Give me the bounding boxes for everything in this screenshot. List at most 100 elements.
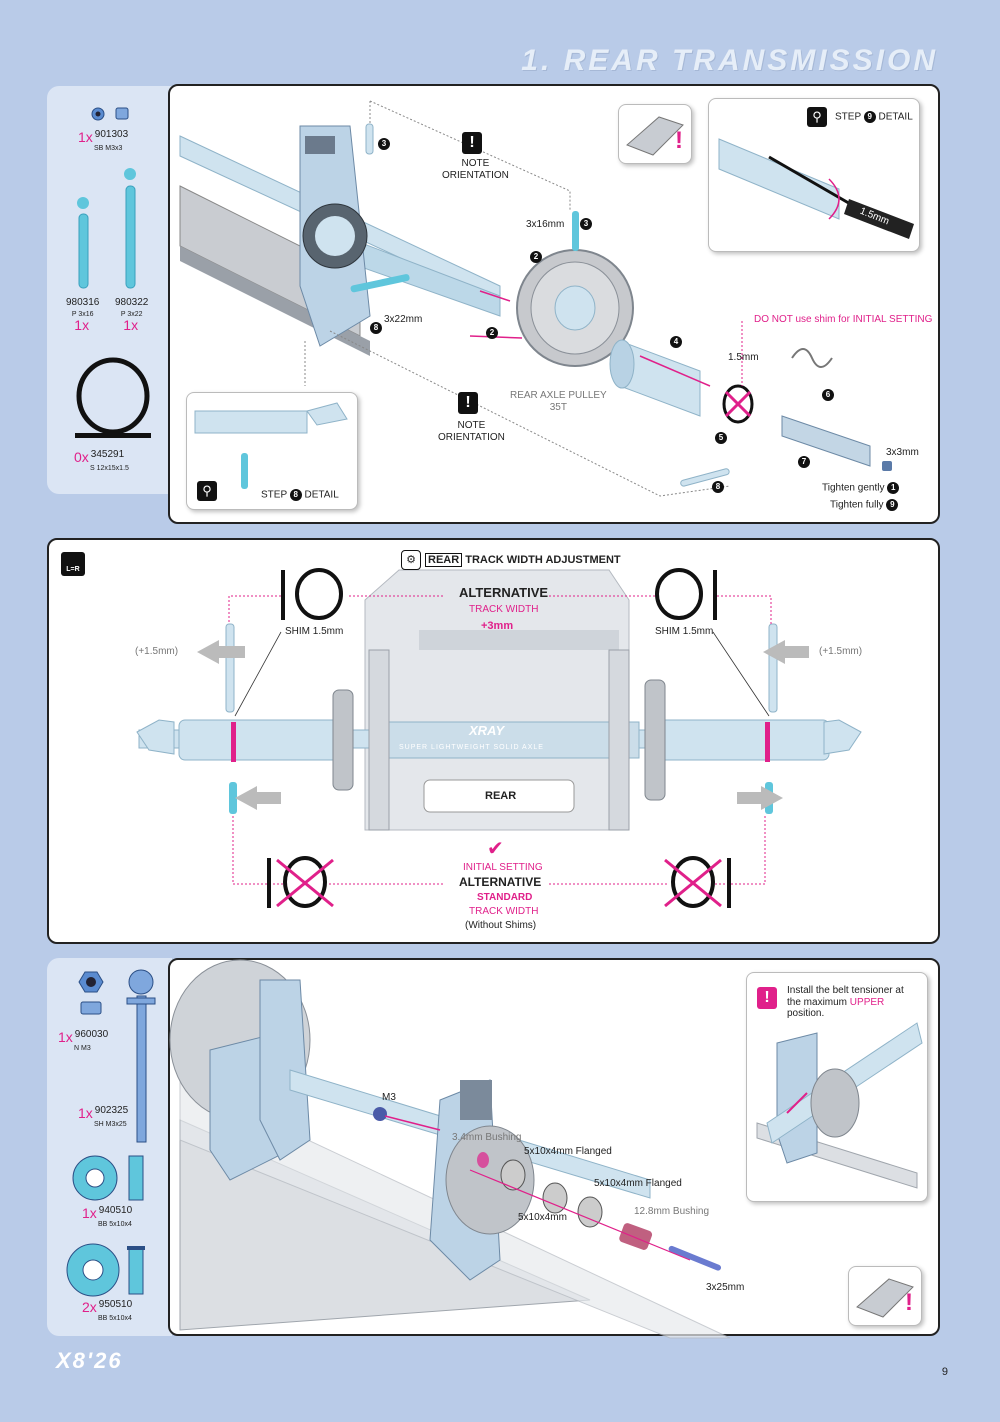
flanged-bearing-side-icon: [128, 1247, 144, 1295]
part-qty: 0x: [74, 449, 89, 465]
screw-3x25-label: 3x25mm: [706, 1282, 745, 1293]
warning-icon: !: [757, 987, 777, 1009]
screw-3x3-label: 3x3mm: [886, 447, 919, 458]
track-width-illustration: [136, 568, 862, 908]
step-number: 6: [822, 389, 834, 401]
axle-subtitle: SUPER LIGHTWEIGHT SOLID AXLE: [399, 744, 544, 751]
step9-detail-box: ⚲ STEP 9 DETAIL 1.5mm: [708, 98, 920, 252]
track-width-label: TRACK WIDTH: [469, 604, 539, 615]
warning-car-thumbnail: !: [618, 104, 692, 164]
track-width-title: REAR TRACK WIDTH ADJUSTMENT: [425, 553, 621, 567]
bearing-label: 5x10x4mm: [518, 1212, 567, 1223]
bearing-side-icon: [128, 1155, 144, 1201]
without-shims-label: (Without Shims): [465, 920, 537, 931]
tighten-gently-label: Tighten gently 1: [822, 482, 900, 494]
pulley-label: REAR AXLE PULLEY 35T: [510, 390, 607, 413]
shim-right-label: SHIM 1.5mm: [655, 626, 714, 637]
step-number: 3: [378, 138, 390, 150]
part-code: 980322: [115, 297, 149, 308]
flanged-bearing-2-label: 5x10x4mm Flanged: [594, 1178, 682, 1189]
step-panel-3: M3 3.4mm Bushing 5x10x4mm Flanged 5x10x4…: [168, 958, 940, 1339]
part-desc: P 3x22: [120, 310, 143, 318]
initial-setting-label: INITIAL SETTING: [463, 862, 543, 873]
note-warning-icon: !: [458, 392, 478, 414]
pin-3x16-label: 3x16mm: [526, 219, 565, 230]
standard-label: STANDARD: [477, 892, 533, 903]
step-number: 8: [370, 322, 382, 334]
nut-side-icon: [80, 1001, 102, 1015]
magnifier-icon: ⚲: [197, 481, 217, 501]
pin-3x22-icon: [125, 185, 136, 289]
parts-art-3: [66, 969, 156, 1297]
part-code: 980316: [66, 297, 100, 308]
step-number: 2: [486, 327, 498, 339]
track-width-bottom-label: TRACK WIDTH: [469, 906, 539, 917]
pin-3x16-icon: [78, 213, 89, 289]
shim-side-icon: [75, 433, 151, 438]
part-qty: 1x: [74, 317, 90, 334]
shim-ring-left-icon: [295, 568, 343, 620]
step-panel-1: ! NOTE ORIENTATION ! NOTE ORIENTATION 3 …: [168, 84, 940, 524]
magnifier-icon: ⚲: [807, 107, 827, 127]
part-code: 940510: [98, 1205, 133, 1216]
bulkhead-rear-label: REAR: [485, 790, 517, 802]
belt-tensioner-detail-box: ! Install the belt tensioner at the maxi…: [746, 972, 928, 1202]
step8-detail-title: STEP 8 DETAIL: [261, 489, 339, 501]
note-orientation-label-bottom: NOTE ORIENTATION: [438, 420, 505, 443]
part-qty: 1x: [78, 1105, 93, 1121]
page-number: 9: [941, 1366, 948, 1378]
part-code: 902325: [94, 1105, 129, 1116]
shim-ring-right-icon: [655, 568, 703, 620]
shim-ring-icon: [76, 357, 150, 435]
alternative-bottom-label: ALTERNATIVE: [459, 875, 542, 889]
footer-logo: X8'26: [56, 1348, 123, 1373]
crossed-shim-left-icon: [283, 856, 327, 908]
part-code: 901303: [94, 129, 129, 140]
part-code: 345291: [90, 449, 125, 460]
bushing-34-label: 3.4mm Bushing: [452, 1132, 522, 1143]
part-desc: SH M3x25: [94, 1120, 127, 1128]
parts-art-1: [75, 107, 151, 438]
axle-brand: XRAY: [469, 723, 505, 738]
exclamation-icon: !: [905, 1289, 913, 1316]
note-warning-icon: !: [462, 132, 482, 154]
do-not-shim-note: DO NOT use shim for INITIAL SETTING: [754, 314, 933, 325]
track-width-panel: L=R ⚙ REAR TRACK WIDTH ADJUSTMENT ALTERN…: [47, 538, 940, 944]
plus-3mm-label: +3mm: [481, 620, 514, 632]
step-number: 4: [670, 336, 682, 348]
assembly-illustration-3: [169, 959, 731, 1339]
part-qty: 1x: [82, 1205, 97, 1221]
belt-tensioner-note: Install the belt tensioner at the maximu…: [787, 985, 904, 1019]
plus-right-label: (+1.5mm): [819, 646, 863, 657]
part-code: 960030: [74, 1029, 109, 1040]
pin-3x22-label: 3x22mm: [384, 314, 423, 325]
part-qty: 2x: [82, 1299, 97, 1315]
part-qty: 1x: [78, 129, 93, 145]
exclamation-icon: !: [675, 127, 683, 154]
step-number: 2: [530, 251, 542, 263]
note-orientation-label-top: NOTE ORIENTATION: [442, 158, 509, 181]
tighten-fully-label: Tighten fully 9: [830, 499, 899, 511]
warning-car-thumbnail: !: [848, 1266, 922, 1326]
step9-detail-title: STEP 9 DETAIL: [835, 111, 913, 123]
screw-sh-m3x25-icon: [136, 995, 147, 1143]
lr-badge: L=R: [61, 552, 85, 576]
step-number: 8: [712, 481, 724, 493]
part-qty: 1x: [58, 1029, 73, 1045]
alternative-label: ALTERNATIVE: [459, 585, 549, 600]
part-desc: SB M3x3: [94, 144, 123, 152]
part-desc: BB 5x10x4: [98, 1314, 132, 1322]
assembly-illustration-1: [179, 100, 892, 497]
m3-label: M3: [382, 1092, 396, 1103]
part-desc: S 12x15x1.5: [90, 464, 129, 472]
crossed-shim-right-icon: [671, 856, 715, 908]
flanged-bearing-1-label: 5x10x4mm Flanged: [524, 1146, 612, 1157]
bushing-128-label: 12.8mm Bushing: [634, 1206, 710, 1217]
step-number: 3: [580, 218, 592, 230]
parts-sidebar-1: [47, 86, 172, 494]
screw-head-icon: [128, 969, 154, 995]
plus-left-label: (+1.5mm): [135, 646, 179, 657]
part-desc: P 3x16: [71, 310, 94, 318]
part-desc: BB 5x10x4: [98, 1220, 132, 1228]
part-qty: 1x: [123, 317, 139, 334]
